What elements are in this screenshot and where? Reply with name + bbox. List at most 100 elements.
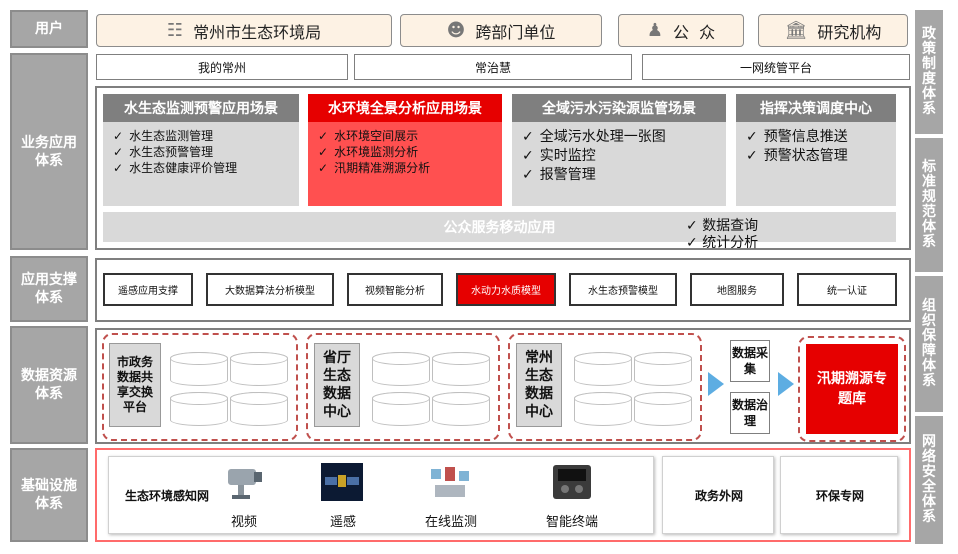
layer-label-business: 业务应用体系: [10, 53, 88, 250]
satellite-icon: [321, 463, 363, 501]
device-label: 在线监测: [424, 515, 477, 530]
infra-card-env-network: 环保专网: [780, 456, 898, 534]
scene-list: 预警信息推送 预警状态管理: [736, 122, 896, 166]
scene-item: 预警信息推送: [746, 128, 896, 147]
user-label: 常州市生态环境局: [193, 22, 322, 42]
monitor-station-icon: [431, 467, 469, 497]
right-col-security: 网络安全体系: [915, 416, 943, 544]
data-center-province: 省厅生态数据中心: [314, 343, 360, 427]
database-cylinder: [230, 392, 288, 426]
support-map-service: 地图服务: [690, 273, 784, 306]
support-unified-auth: 统一认证: [797, 273, 897, 306]
scene-command-center: 指挥决策调度中心 预警信息推送 预警状态管理: [736, 94, 896, 206]
database-cylinder: [170, 352, 228, 386]
scene-item: 预警状态管理: [746, 147, 896, 166]
database-cylinder: [230, 352, 288, 386]
scene-sewage-supervision: 全域污水污染源监管场景 全域污水处理一张图 实时监控 报警管理: [512, 94, 726, 206]
sensing-network-label: 生态环境感知网: [124, 489, 209, 503]
database-cylinder: [634, 392, 692, 426]
support-hydrodynamic-model: 水动力水质模型: [456, 273, 556, 306]
scene-item: 水环境空间展示: [318, 128, 502, 144]
database-cylinder: [574, 352, 632, 386]
group-icon: ♟: [646, 20, 663, 41]
right-col-standard: 标准规范体系: [915, 138, 943, 272]
scene-item: 报警管理: [522, 166, 726, 185]
user-label: 公 众: [672, 22, 716, 42]
business-frame: [95, 86, 911, 250]
special-db-box: 汛期溯源专题库: [806, 344, 898, 434]
data-group-special: [798, 336, 906, 442]
scene-list: 全域污水处理一张图 实时监控 报警管理: [512, 122, 726, 185]
scene-water-ecology: 水生态监测预警应用场景 水生态监测管理 水生态预警管理 水生态健康评价管理: [103, 94, 299, 206]
user-label: 研究机构: [817, 22, 882, 42]
data-center-city-platform: 市政务数据共享交换平台: [109, 343, 161, 427]
infra-frame: [95, 448, 911, 542]
database-cylinder: [372, 352, 430, 386]
data-step-govern: 数据治理: [730, 392, 770, 434]
user-box-ecology-bureau: ☷ 常州市生态环境局: [96, 14, 392, 47]
database-cylinder: [432, 352, 490, 386]
data-group-city: [102, 333, 298, 441]
scene-item: 水生态监测管理: [113, 128, 299, 144]
network-label: 环保专网: [815, 489, 864, 503]
scene-title: 指挥决策调度中心: [736, 94, 896, 122]
right-col-organization: 组织保障体系: [915, 276, 943, 412]
terminal-icon: [553, 465, 591, 499]
user-box-public: ♟ 公 众: [618, 14, 744, 47]
scene-item: 水生态健康评价管理: [113, 160, 299, 176]
database-cylinder: [372, 392, 430, 426]
right-col-policy: 政策制度体系: [915, 10, 943, 134]
database-cylinder: [574, 392, 632, 426]
camera-icon: [228, 469, 262, 499]
database-cylinder: [432, 392, 490, 426]
database-cylinder: [170, 392, 228, 426]
scene-title: 水生态监测预警应用场景: [103, 94, 299, 122]
scene-list: 水生态监测管理 水生态预警管理 水生态健康评价管理: [103, 122, 299, 176]
user-label: 跨部门单位: [475, 22, 556, 42]
user-box-cross-department: ☻ 跨部门单位: [400, 14, 602, 47]
data-center-changzhou: 常州生态数据中心: [516, 343, 562, 427]
user-box-research: 🏛 研究机构: [758, 14, 908, 47]
device-label: 遥感: [329, 515, 356, 530]
infra-card-gov-network: 政务外网: [662, 456, 774, 534]
data-resource-frame: [95, 328, 911, 444]
database-cylinder: [634, 352, 692, 386]
support-video-analysis: 视频智能分析: [347, 273, 443, 306]
arrow-right-icon: [778, 372, 794, 396]
data-step-collect: 数据采集: [730, 340, 770, 382]
person-list-icon: ☷: [166, 20, 184, 41]
support-big-data-model: 大数据算法分析模型: [206, 273, 334, 306]
scene-water-panorama: 水环境全景分析应用场景 水环境空间展示 水环境监测分析 汛期精准溯源分析: [308, 94, 502, 206]
public-service-item: ✓ 数据查询: [686, 218, 759, 234]
device-label: 视频: [230, 515, 257, 530]
scene-item: 实时监控: [522, 147, 726, 166]
scene-item: 水生态预警管理: [113, 144, 299, 160]
infra-card-sensing: 生态环境感知网 视频 遥感 在线监测 智能终端: [108, 456, 654, 534]
scene-item: 水环境监测分析: [318, 144, 502, 160]
portal-unified-platform[interactable]: 一网统管平台: [642, 54, 910, 80]
layer-label-app-support: 应用支撑体系: [10, 256, 88, 322]
public-service-title: 公众服务移动应用: [443, 220, 556, 236]
device-label: 智能终端: [545, 515, 598, 530]
network-label: 政务外网: [694, 489, 743, 503]
scene-list: 水环境空间展示 水环境监测分析 汛期精准溯源分析: [308, 122, 502, 176]
layer-label-user: 用户: [10, 10, 88, 48]
public-service-items: ✓ 数据查询 ✓ 统计分析: [686, 218, 758, 252]
layer-label-data-resource: 数据资源体系: [10, 326, 88, 444]
data-group-changzhou: [508, 333, 702, 441]
public-service-item: ✓ 统计分析: [686, 235, 759, 251]
scene-title: 水环境全景分析应用场景: [308, 94, 502, 122]
person-icon: ☻: [446, 20, 466, 41]
data-group-province: [306, 333, 500, 441]
layer-label-infrastructure: 基础设施体系: [10, 448, 88, 542]
scene-title: 全域污水污染源监管场景: [512, 94, 726, 122]
building-icon: 🏛: [784, 20, 808, 41]
support-remote-sensing: 遥感应用支撑: [103, 273, 193, 306]
app-support-frame: [95, 258, 911, 322]
scene-item: 汛期精准溯源分析: [318, 160, 502, 176]
support-ecology-warning-model: 水生态预警模型: [569, 273, 677, 306]
portal-changzhihui[interactable]: 常治慧: [354, 54, 632, 80]
arrow-right-icon: [708, 372, 724, 396]
portal-my-changzhou[interactable]: 我的常州: [96, 54, 348, 80]
scene-item: 全域污水处理一张图: [522, 128, 726, 147]
